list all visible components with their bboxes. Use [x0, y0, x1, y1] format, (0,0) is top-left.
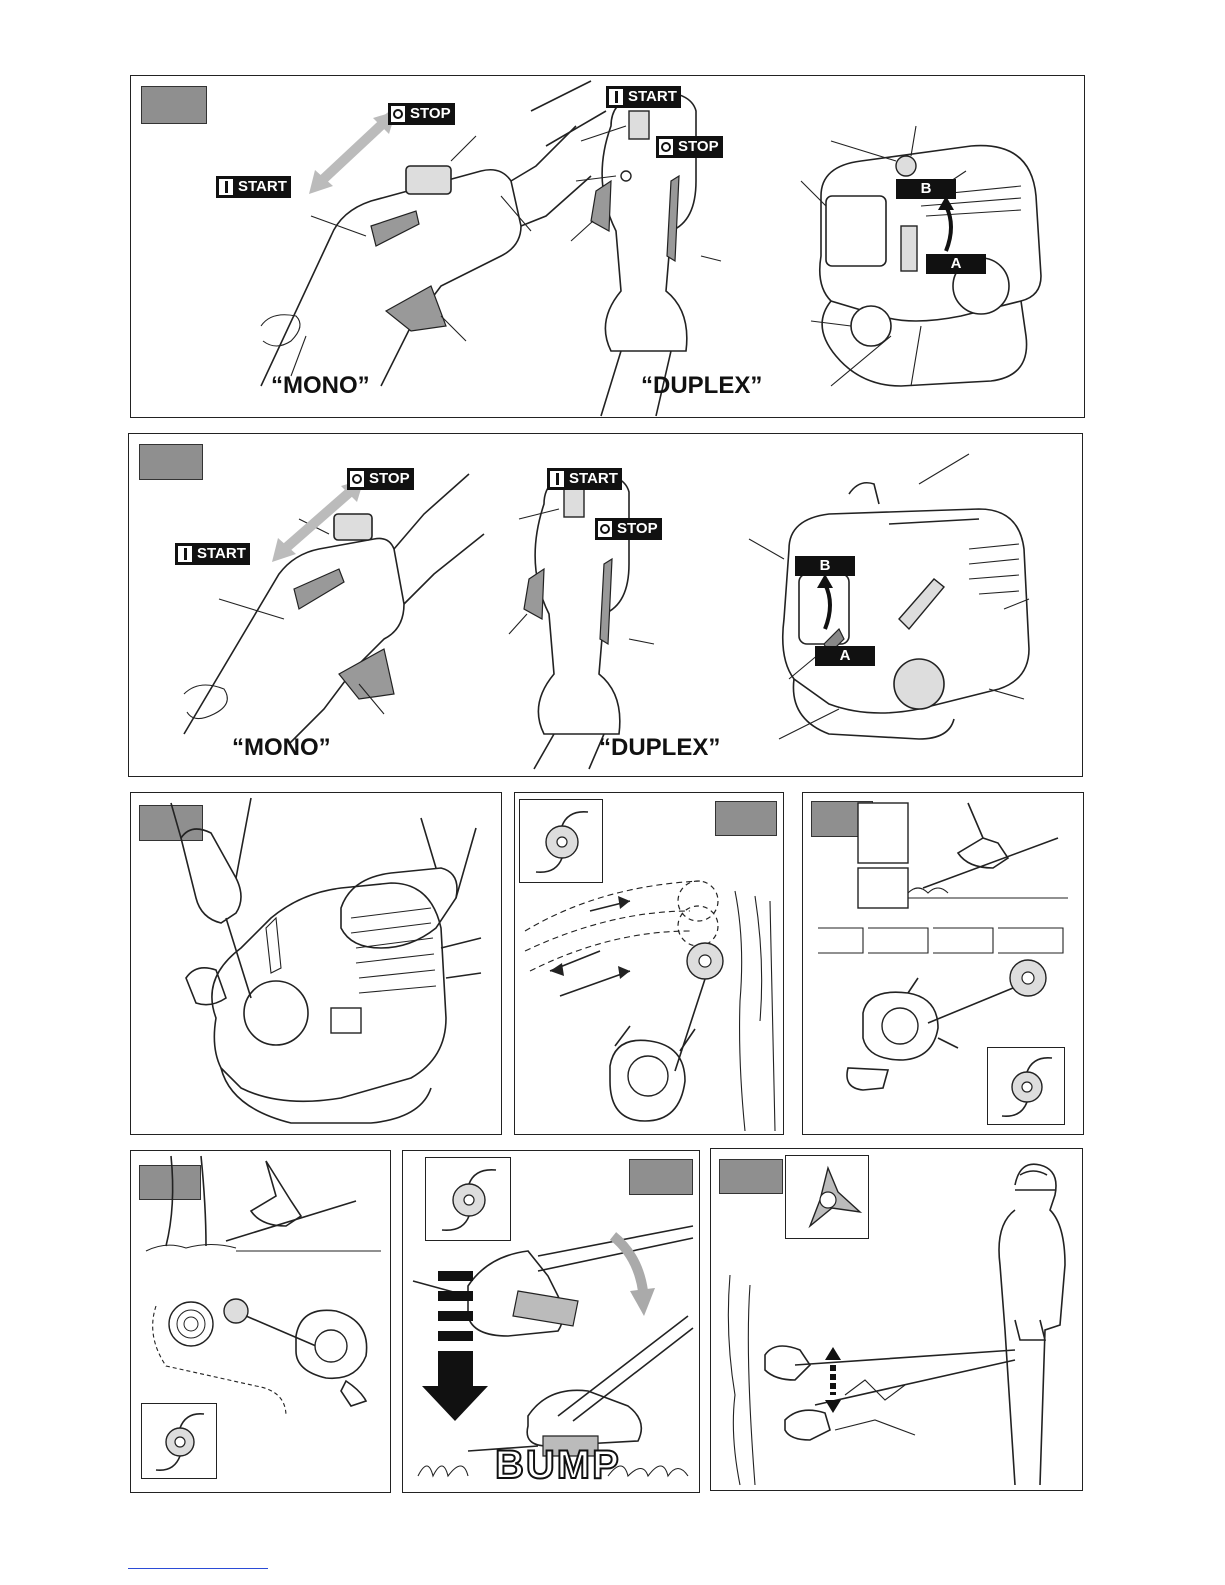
engine-drawing: [791, 86, 1051, 406]
mono-stop-label: STOP: [388, 103, 455, 125]
caption-mono: “MONO”: [232, 734, 331, 762]
duplex-start-label: START: [606, 86, 681, 108]
stop-symbol-icon: [659, 139, 673, 155]
operator-blade-cutting-drawing: [715, 1155, 1080, 1485]
bump-feed-drawing: [408, 1156, 698, 1486]
figure-panel-6: [130, 1150, 391, 1493]
figure-panel-7: BUMP: [402, 1150, 700, 1493]
stop-symbol-icon: [350, 471, 364, 487]
stop-symbol-icon: [598, 521, 612, 537]
duplex-stop-label: STOP: [595, 518, 662, 540]
mono-start-label: START: [216, 176, 291, 198]
start-symbol-icon: [219, 179, 233, 195]
start-symbol-icon: [178, 546, 192, 562]
figure-panel-1: STOP START “MONO” START STOP “DUPLEX” B …: [130, 75, 1085, 418]
marker-a: A: [926, 254, 986, 274]
figure-panel-4: [514, 792, 784, 1135]
b-direction-arrow: [926, 196, 966, 256]
b-direction-arrow: [805, 574, 845, 634]
caption-duplex: “DUPLEX”: [641, 372, 762, 400]
duplex-stop-label: STOP: [656, 136, 723, 158]
caption-mono: “MONO”: [271, 372, 370, 400]
figure-panel-2: STOP START “MONO” START STOP “DUPLEX” B …: [128, 433, 1083, 777]
hands-adjusting-engine-drawing: [141, 798, 491, 1128]
operator-swing-drawing: [520, 801, 780, 1131]
marker-a: A: [815, 646, 875, 666]
trimmer-head-inset: [141, 1403, 217, 1479]
engine-drawing: [749, 449, 1049, 769]
start-stop-arrow: [301, 106, 401, 206]
mono-stop-label: STOP: [347, 468, 414, 490]
mono-start-label: START: [175, 543, 250, 565]
trimmer-head-inset: [987, 1047, 1065, 1125]
start-symbol-icon: [550, 471, 564, 487]
bump-text: BUMP: [495, 1443, 621, 1488]
trimmer-head-icon: [988, 1048, 1066, 1126]
stop-symbol-icon: [391, 106, 405, 122]
figure-panel-5: [802, 792, 1084, 1135]
figure-panel-3: [130, 792, 502, 1135]
figure-panel-8: [710, 1148, 1083, 1491]
duplex-start-label: START: [547, 468, 622, 490]
marker-b: B: [795, 556, 855, 576]
trimmer-head-icon: [142, 1404, 218, 1480]
footer-link-underline: [128, 1568, 268, 1569]
caption-duplex: “DUPLEX”: [599, 734, 720, 762]
duplex-handle-drawing: [571, 81, 771, 421]
start-symbol-icon: [609, 89, 623, 105]
